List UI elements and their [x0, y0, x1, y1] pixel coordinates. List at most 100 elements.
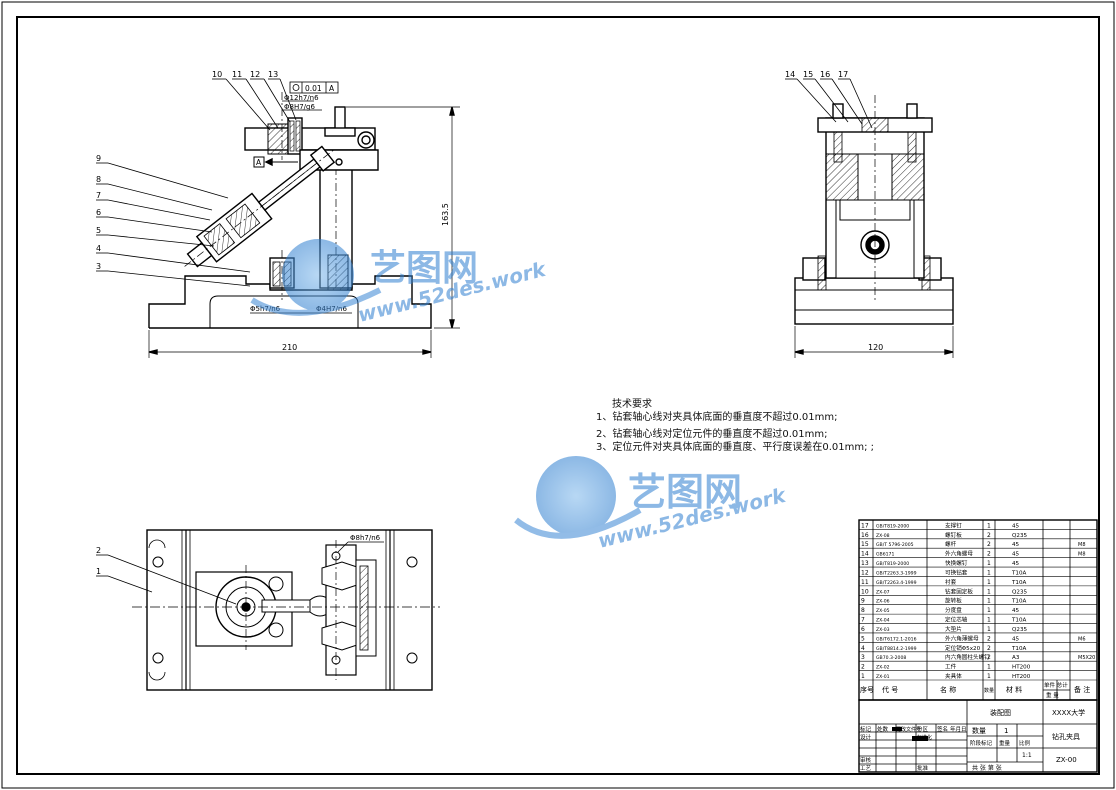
bom-cell-code: GB70.3-2008 [876, 655, 906, 661]
label-1: 1 [96, 567, 101, 576]
bom-cell-code: GB/T 5796-2005 [876, 542, 914, 548]
bom-cell-no: 3 [861, 654, 865, 661]
bom-header-code: 代 号 [882, 685, 898, 694]
bom-cell-qty: 1 [987, 626, 991, 633]
plan-view-labels: 2 1 Φ8h7/n6 [96, 534, 381, 576]
label-3: 3 [96, 262, 101, 271]
bom-cell-no: 10 [861, 588, 869, 595]
fit-top-1: Φ12h7/n6 [284, 94, 319, 102]
bom-header-mat: 材 料 [1006, 685, 1022, 694]
bom-cell-mat: T10A [1011, 599, 1027, 605]
bom-cell-name: 夹具体 [945, 672, 962, 680]
bom-cell-no: 8 [861, 607, 865, 614]
scale-label: 比例 [1019, 739, 1031, 747]
bom-cell-mat: A3 [1012, 655, 1020, 661]
technical-requirements: 技术要求 1、钻套轴心线对夹具体底面的垂直度不超过0.01mm; 2、钻套轴心线… [596, 398, 874, 454]
bom-cell-name: 钻套固定板 [945, 587, 973, 595]
bom-cell-name: 分度盘 [945, 606, 962, 614]
bom-cell-note: M6 [1078, 636, 1086, 642]
bom-cell-qty: 2 [987, 645, 991, 652]
bom-cell-code: ZX-01 [876, 674, 890, 680]
dim-width-210: 210 [282, 343, 297, 352]
inner-frame [16, 16, 1100, 775]
dim-height-163-5: 163.5 [441, 203, 450, 226]
bom-cell-mat: 45 [1012, 552, 1020, 558]
bom-cell-name: 螺钉板 [945, 531, 962, 539]
tb-sign: 签名 [937, 725, 948, 733]
title-block [858, 699, 1098, 773]
bom-header: 序号 代 号 名 称 数量 材 料 单件 总计 重 量 备 注 [860, 681, 1090, 699]
plan-view [96, 529, 440, 691]
bom-cell-name: 定位销Φ5x20 [945, 644, 981, 652]
bom-cell-code: ZX-04 [876, 618, 890, 624]
drawing-code: ZX-00 [1056, 756, 1077, 764]
bom-cell-mat: T10A [1011, 646, 1027, 652]
tb-zone: 分区 [917, 725, 929, 733]
bom-cell-no: 13 [861, 560, 869, 567]
title-block-text: 装配图 XXXX大学 数量 1 钻孔夹具 阶段标记 重量 比例 1:1 共 张 … [860, 708, 1085, 772]
tb-count: 处数 [877, 725, 889, 733]
tb-mark: 标记 [860, 725, 872, 733]
fit-top-2: Φ8H7/g6 [284, 103, 315, 111]
bom-cell-code: ZX-08 [876, 533, 890, 539]
bom-cell-mat: HT200 [1012, 665, 1031, 671]
watermark-brand-2: 艺图网 [628, 470, 742, 514]
bom-cell-code: GB/T8814.2-1999 [876, 646, 917, 652]
bom-cell-no: 5 [861, 635, 865, 642]
bom-cell-no: 6 [861, 626, 865, 633]
bom-cell-no: 12 [861, 569, 869, 576]
bom-header-weight: 单件 总计 [1044, 681, 1068, 689]
bom-cell-no: 7 [861, 617, 865, 624]
bom-header-note: 备 注 [1074, 685, 1090, 694]
weight-label: 重量 [999, 739, 1011, 747]
bom-header-no: 序号 [860, 685, 874, 694]
label-7: 7 [96, 191, 101, 200]
bom-cell-name: 定位芯轴 [945, 616, 968, 624]
bom-cell-mat: Q235 [1012, 627, 1028, 633]
side-view [785, 78, 954, 358]
bom-cell-name: 内六角圆柱头螺钉 [945, 653, 990, 661]
bom-cell-mat: 45 [1012, 523, 1020, 529]
bom-cell-qty: 1 [987, 588, 991, 595]
label-12: 12 [250, 70, 260, 79]
dim-width-120: 120 [868, 343, 883, 352]
bom-header-qty: 数量 [984, 687, 994, 694]
side-view-labels: 14 15 16 17 120 [785, 70, 883, 352]
bom-cell-no: 11 [861, 579, 869, 586]
bom-cell-no: 17 [861, 522, 869, 529]
bom-cell-qty: 2 [987, 551, 991, 558]
bom-cell-code: ZX-06 [876, 599, 890, 605]
bom-cell-qty: 1 [987, 673, 991, 680]
bom-cell-name: 旋转板 [945, 597, 962, 605]
bom-cell-qty: 2 [987, 541, 991, 548]
bom-cell-qty: 2 [987, 635, 991, 642]
bom-cell-code: ZX-05 [876, 608, 890, 614]
bom-cell-qty: 1 [987, 560, 991, 567]
bom-cell-code: ZX-02 [876, 665, 890, 671]
bom-cell-qty: 1 [987, 598, 991, 605]
bom-cell-name: 快换螺钉 [945, 559, 968, 567]
school-name: XXXX大学 [1052, 708, 1085, 717]
requirement-3: 3、定位元件对夹具体底面的垂直度、平行度误差在0.01mm; ; [596, 442, 875, 453]
bom-cell-name: 螺杆 [945, 540, 957, 548]
label-10: 10 [212, 70, 222, 79]
label-14: 14 [785, 70, 795, 79]
bom-cell-mat: 45 [1012, 608, 1020, 614]
bom-cell-name: 支撑钉 [945, 521, 962, 529]
tb-date: 年月日 [950, 725, 967, 733]
bom-cell-name: 大垫片 [945, 625, 962, 633]
bom-cell-mat: Q235 [1012, 589, 1028, 595]
bom-cell-qty: 1 [987, 579, 991, 586]
bom-cell-mat: 45 [1012, 542, 1020, 548]
bom-header-name: 名 称 [940, 685, 956, 694]
tb-approve: 批准 [917, 764, 929, 772]
requirement-1: 1、钻套轴心线对夹具体底面的垂直度不超过0.01mm; [596, 412, 838, 423]
watermark-1: 艺图网 www.52des.work [250, 239, 549, 327]
sheets-count: 共 张 第 张 [972, 764, 1002, 772]
bom-cell-code: GB/T819-2000 [876, 561, 909, 567]
bom-cell-qty: 1 [987, 522, 991, 529]
label-6: 6 [96, 208, 101, 217]
bom-cell-code: GB6171 [876, 552, 894, 558]
